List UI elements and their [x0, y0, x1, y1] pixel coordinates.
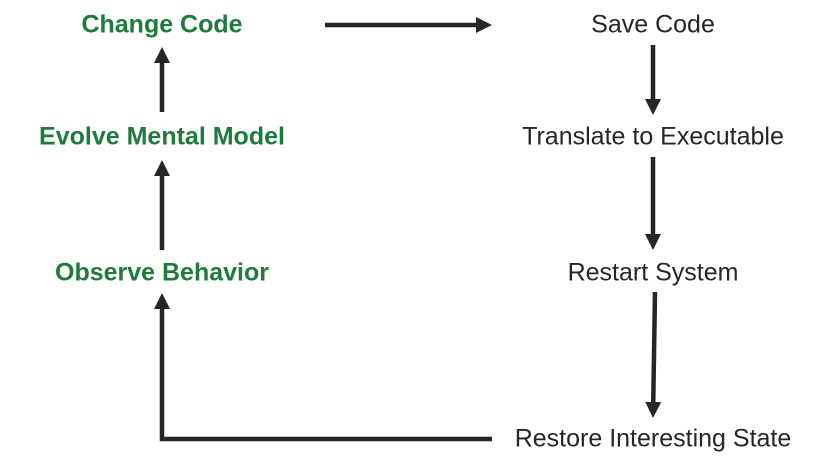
arrow-restore-interesting-state-to-observe-behavior	[154, 293, 492, 442]
arrow-change-code-to-save-code	[325, 17, 492, 33]
node-save-code: Save Code	[591, 10, 715, 39]
node-observe-behavior: Observe Behavior	[55, 258, 269, 287]
arrow-save-code-to-translate-to-executable	[645, 45, 661, 115]
node-change-code: Change Code	[81, 10, 243, 39]
node-evolve-mental-model: Evolve Mental Model	[39, 122, 285, 151]
arrow-observe-behavior-to-evolve-mental-model	[154, 160, 170, 250]
arrow-restart-system-to-restore-interesting-state	[645, 291, 662, 418]
node-restore-interesting-state: Restore Interesting State	[514, 424, 792, 453]
arrow-evolve-mental-model-to-change-code	[154, 47, 170, 112]
arrow-translate-to-executable-to-restart-system	[645, 157, 661, 250]
node-restart-system: Restart System	[567, 258, 739, 287]
node-translate-to-executable: Translate to Executable	[522, 122, 784, 151]
